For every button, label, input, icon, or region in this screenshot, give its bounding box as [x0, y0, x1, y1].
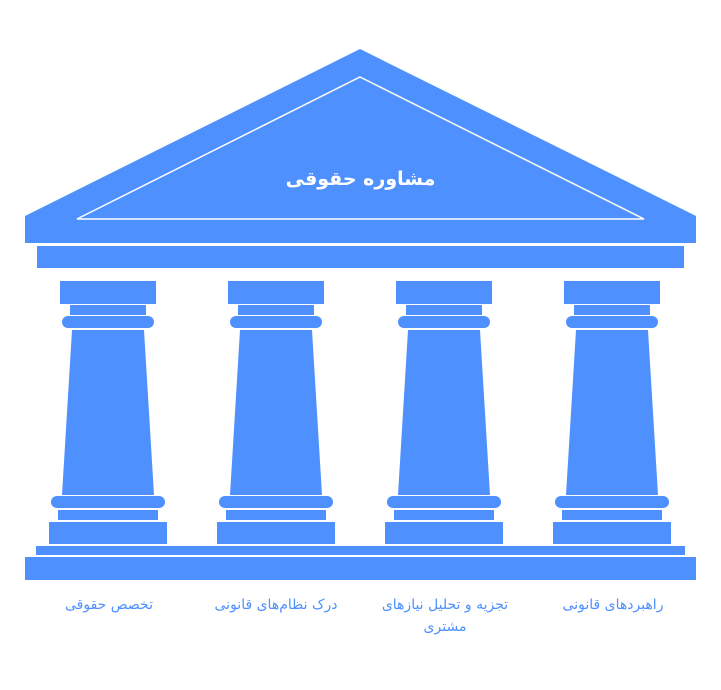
pillar-4	[49, 281, 167, 544]
roof	[25, 49, 696, 244]
pillar-2-base	[385, 522, 503, 544]
pillar-3-base	[217, 522, 335, 544]
roof-inner-outline	[76, 76, 645, 220]
pillar-4-shaft	[62, 330, 154, 495]
pillar-2-shaft	[398, 330, 490, 495]
foundation	[25, 557, 696, 580]
pillar-2	[385, 281, 503, 544]
pillar-3-neck	[238, 305, 314, 315]
pillar-1-capital	[564, 281, 660, 304]
pillar-2-neck	[406, 305, 482, 315]
pillar-1-base	[553, 522, 671, 544]
pillar-label-3: درک نظام‌های قانونی	[214, 597, 338, 613]
pillar-label-4: تخصص حقوقی	[64, 597, 153, 613]
pillar-4-ring-top	[62, 316, 154, 328]
pillar-4-base	[49, 522, 167, 544]
pillar-3-shaft	[230, 330, 322, 495]
pillar-4-neck	[70, 305, 146, 315]
pillar-2-ring-bottom	[387, 496, 501, 508]
pillar-4-capital	[60, 281, 156, 304]
pillar-1-ring-top	[566, 316, 658, 328]
pillar-3-capital	[228, 281, 324, 304]
pillar-4-plinth-top	[58, 510, 158, 520]
pillar-1-shaft	[566, 330, 658, 495]
stylobate	[36, 546, 685, 555]
pillar-3-ring-top	[230, 316, 322, 328]
pillar-2-capital	[396, 281, 492, 304]
pillar-3-plinth-top	[226, 510, 326, 520]
diagram-title: مشاوره حقوقی	[285, 168, 436, 190]
pillar-2-ring-top	[398, 316, 490, 328]
pillar-label-2: تجزیه و تحلیل نیازهای مشتری	[381, 597, 509, 635]
roof-edge-line	[25, 243, 696, 245]
pillar-1-neck	[574, 305, 650, 315]
pillar-1	[553, 281, 671, 544]
entablature	[37, 246, 684, 268]
pillar-3-ring-bottom	[219, 496, 333, 508]
pillar-3	[217, 281, 335, 544]
pillar-1-plinth-top	[562, 510, 662, 520]
pillar-2-plinth-top	[394, 510, 494, 520]
pillar-1-ring-bottom	[555, 496, 669, 508]
pillar-4-ring-bottom	[51, 496, 165, 508]
pillar-label-1: راهبردهای قانونی	[562, 597, 664, 613]
